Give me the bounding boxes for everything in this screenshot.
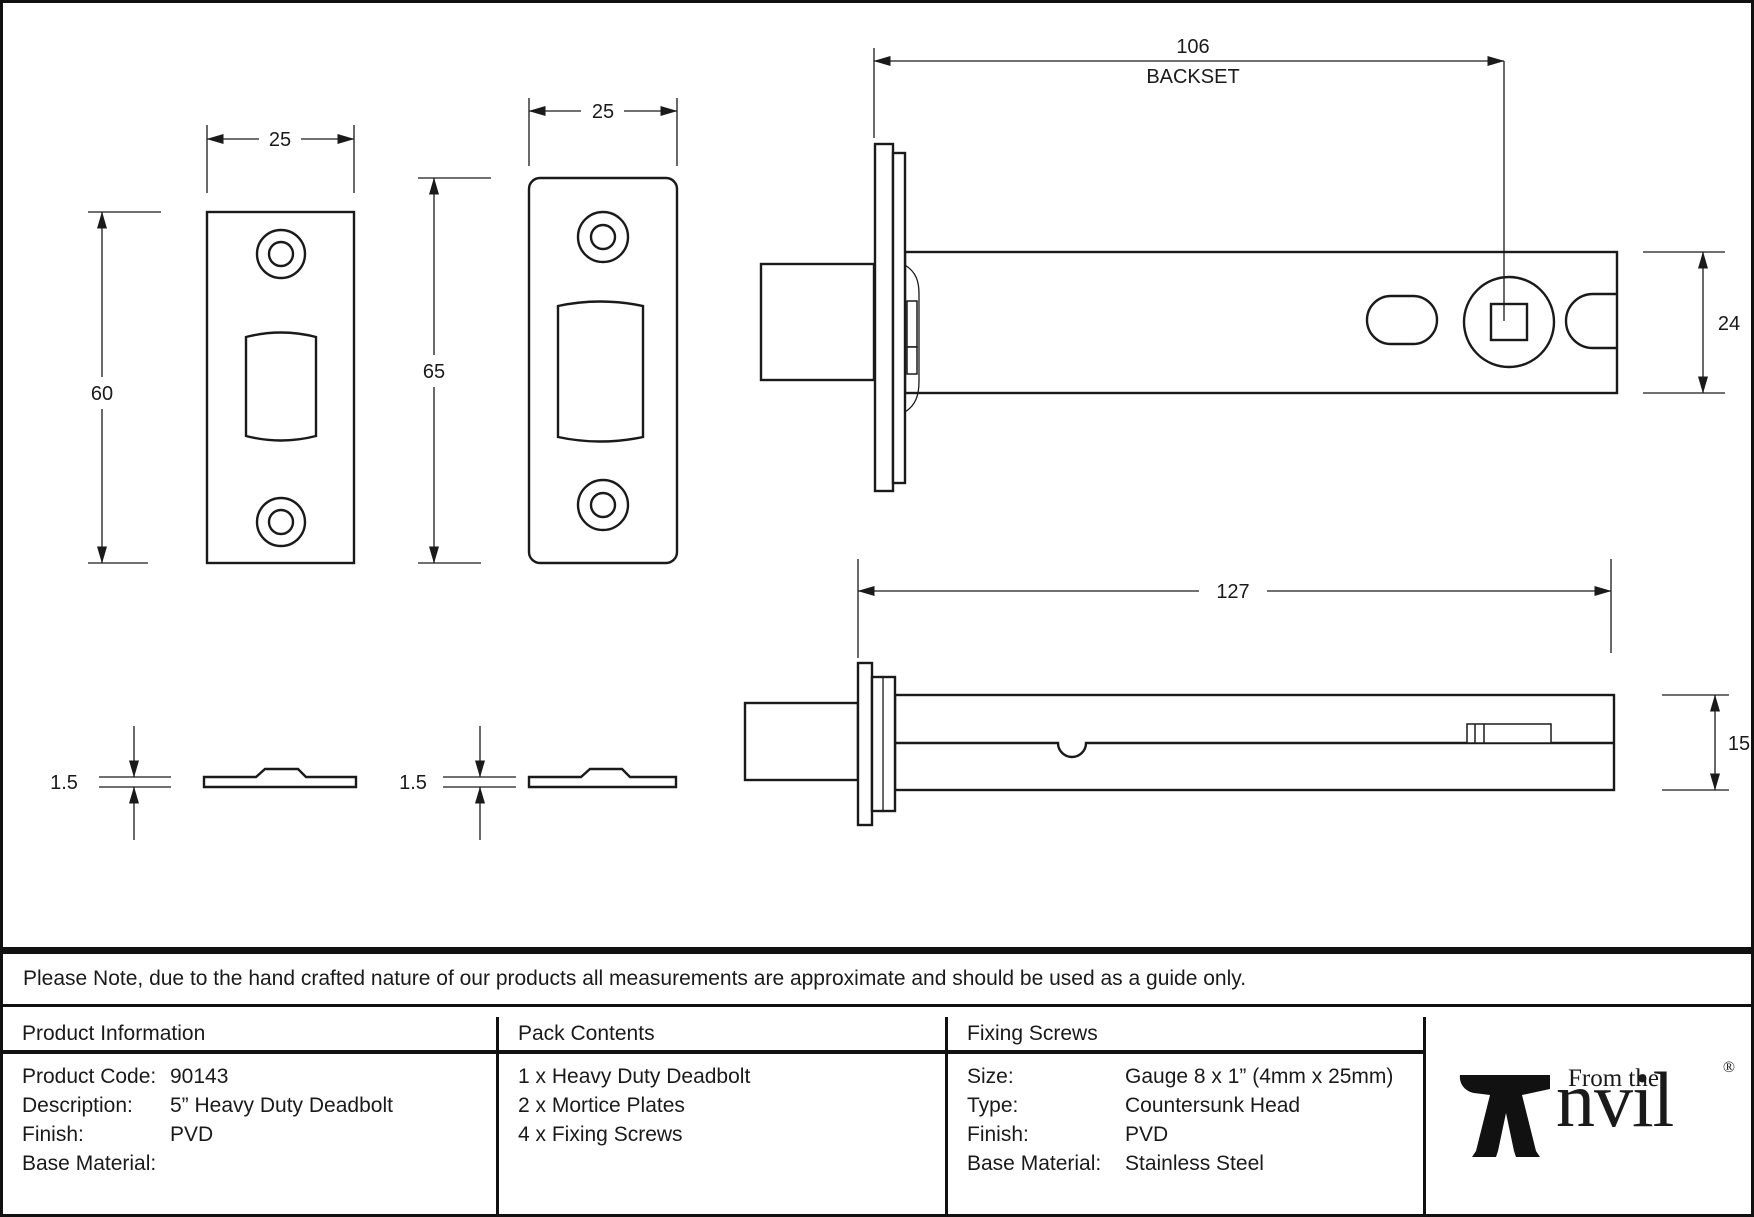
measurement-disclaimer-note: Please Note, due to the hand crafted nat… (3, 947, 1751, 1007)
table-row: Description: 5” Heavy Duty Deadbolt (22, 1094, 393, 1117)
dimension-plate1-height: 60 (88, 211, 161, 564)
bolt (759, 262, 876, 382)
from-the-anvil-logo: From the nvil ® (1456, 1056, 1735, 1168)
list-item: 4 x Fixing Screws (518, 1123, 683, 1146)
logo-wordmark: nvil (1556, 1056, 1674, 1143)
oval-hole (1365, 294, 1439, 346)
registered-trademark-icon: ® (1722, 1059, 1735, 1076)
finish-value: PVD (170, 1123, 214, 1146)
screw-finish-value: PVD (1125, 1123, 1169, 1146)
product-information-section: Product Information Product Code: 90143 … (3, 1017, 496, 1214)
dimension-body-width: 15 (1662, 694, 1750, 791)
screw-hole-icon (576, 210, 630, 264)
section-header: Pack Contents (499, 1017, 945, 1054)
dimension-overall-length: 127 (857, 559, 1612, 658)
brand-logo-cell: From the nvil ® (1423, 1017, 1751, 1214)
dimension-plate1-width: 25 (206, 125, 355, 193)
screw-size-value: Gauge 8 x 1” (4mm x 25mm) (1125, 1065, 1394, 1088)
mortice-plate-60-front-view: 25 60 (88, 125, 356, 565)
spindle-square (1489, 302, 1529, 342)
deadbolt-top-view: 127 15 (743, 559, 1750, 827)
svg-text:65: 65 (423, 361, 445, 383)
list-item: 1 x Heavy Duty Deadbolt (518, 1065, 751, 1088)
note-text: Please Note, due to the hand crafted nat… (23, 967, 1247, 990)
bolt-cutout (556, 300, 645, 443)
table-row: Finish: PVD (967, 1123, 1169, 1146)
list-item: 2 x Mortice Plates (518, 1094, 685, 1117)
fixing-screws-section: Fixing Screws Size: Gauge 8 x 1” (4mm x … (945, 1017, 1423, 1214)
retainer-tab (1466, 723, 1552, 744)
pack-contents-section: Pack Contents 1 x Heavy Duty Deadbolt 2 … (496, 1017, 945, 1214)
bolt (743, 701, 860, 782)
dimension-plate2-height: 65 (418, 177, 491, 564)
mortice-plate1-edge-view: 1.5 (50, 726, 358, 840)
svg-text:15: 15 (1728, 733, 1750, 755)
section-header: Product Information (3, 1017, 496, 1054)
product-code-value: 90143 (170, 1065, 229, 1088)
faceplate (856, 661, 874, 827)
mortice-plate2-edge-view: 1.5 (399, 726, 678, 840)
faceplate (873, 142, 895, 493)
table-row: Base Material: (22, 1152, 157, 1175)
table-row: Type: Countersunk Head (967, 1094, 1301, 1117)
spindle-hole (1462, 275, 1556, 369)
screw-type-value: Countersunk Head (1125, 1094, 1301, 1117)
body-centerline (895, 741, 1614, 759)
mortice-plate-65-front-view: 25 65 (418, 98, 679, 565)
svg-text:BACKSET: BACKSET (1146, 66, 1239, 88)
screw-hole-icon (255, 228, 307, 280)
svg-text:24: 24 (1718, 313, 1740, 335)
dimension-plate2-width: 25 (528, 98, 678, 166)
table-row: Size: Gauge 8 x 1” (4mm x 25mm) (967, 1065, 1394, 1088)
description-value: 5” Heavy Duty Deadbolt (170, 1094, 393, 1117)
anvil-icon (1459, 1075, 1550, 1157)
svg-text:25: 25 (592, 101, 614, 123)
thin-plate-profile (202, 767, 358, 789)
svg-text:1.5: 1.5 (399, 772, 427, 794)
section-header: Fixing Screws (948, 1017, 1423, 1054)
logo-prefix: From the (1568, 1065, 1659, 1092)
svg-text:127: 127 (1216, 581, 1249, 603)
svg-text:1.5: 1.5 (50, 772, 78, 794)
dimension-body-height: 24 (1643, 251, 1740, 394)
table-row: Base Material: Stainless Steel (967, 1152, 1264, 1175)
screw-material-value: Stainless Steel (1125, 1152, 1264, 1175)
deadbolt-body (903, 250, 1619, 395)
table-row: Finish: PVD (22, 1123, 214, 1146)
svg-text:60: 60 (91, 383, 113, 405)
dimension-plate2-thickness: 1.5 (399, 726, 516, 840)
bolt-cutout (244, 331, 318, 442)
thin-plate-profile (527, 767, 678, 789)
screw-hole-icon (255, 496, 307, 548)
end-slot (1564, 292, 1617, 350)
dimension-plate1-thickness: 1.5 (50, 726, 171, 840)
deadbolt-side-view: 106 BACKSET 24 (759, 36, 1740, 493)
svg-text:106: 106 (1176, 36, 1209, 58)
svg-text:25: 25 (269, 129, 291, 151)
dimension-backset: 106 BACKSET (873, 36, 1505, 321)
table-row: Product Code: 90143 (22, 1065, 229, 1088)
screw-hole-icon (576, 478, 630, 532)
deadbolt-technical-drawing: 25 60 25 (50, 36, 1750, 840)
spring-flange (904, 264, 920, 413)
